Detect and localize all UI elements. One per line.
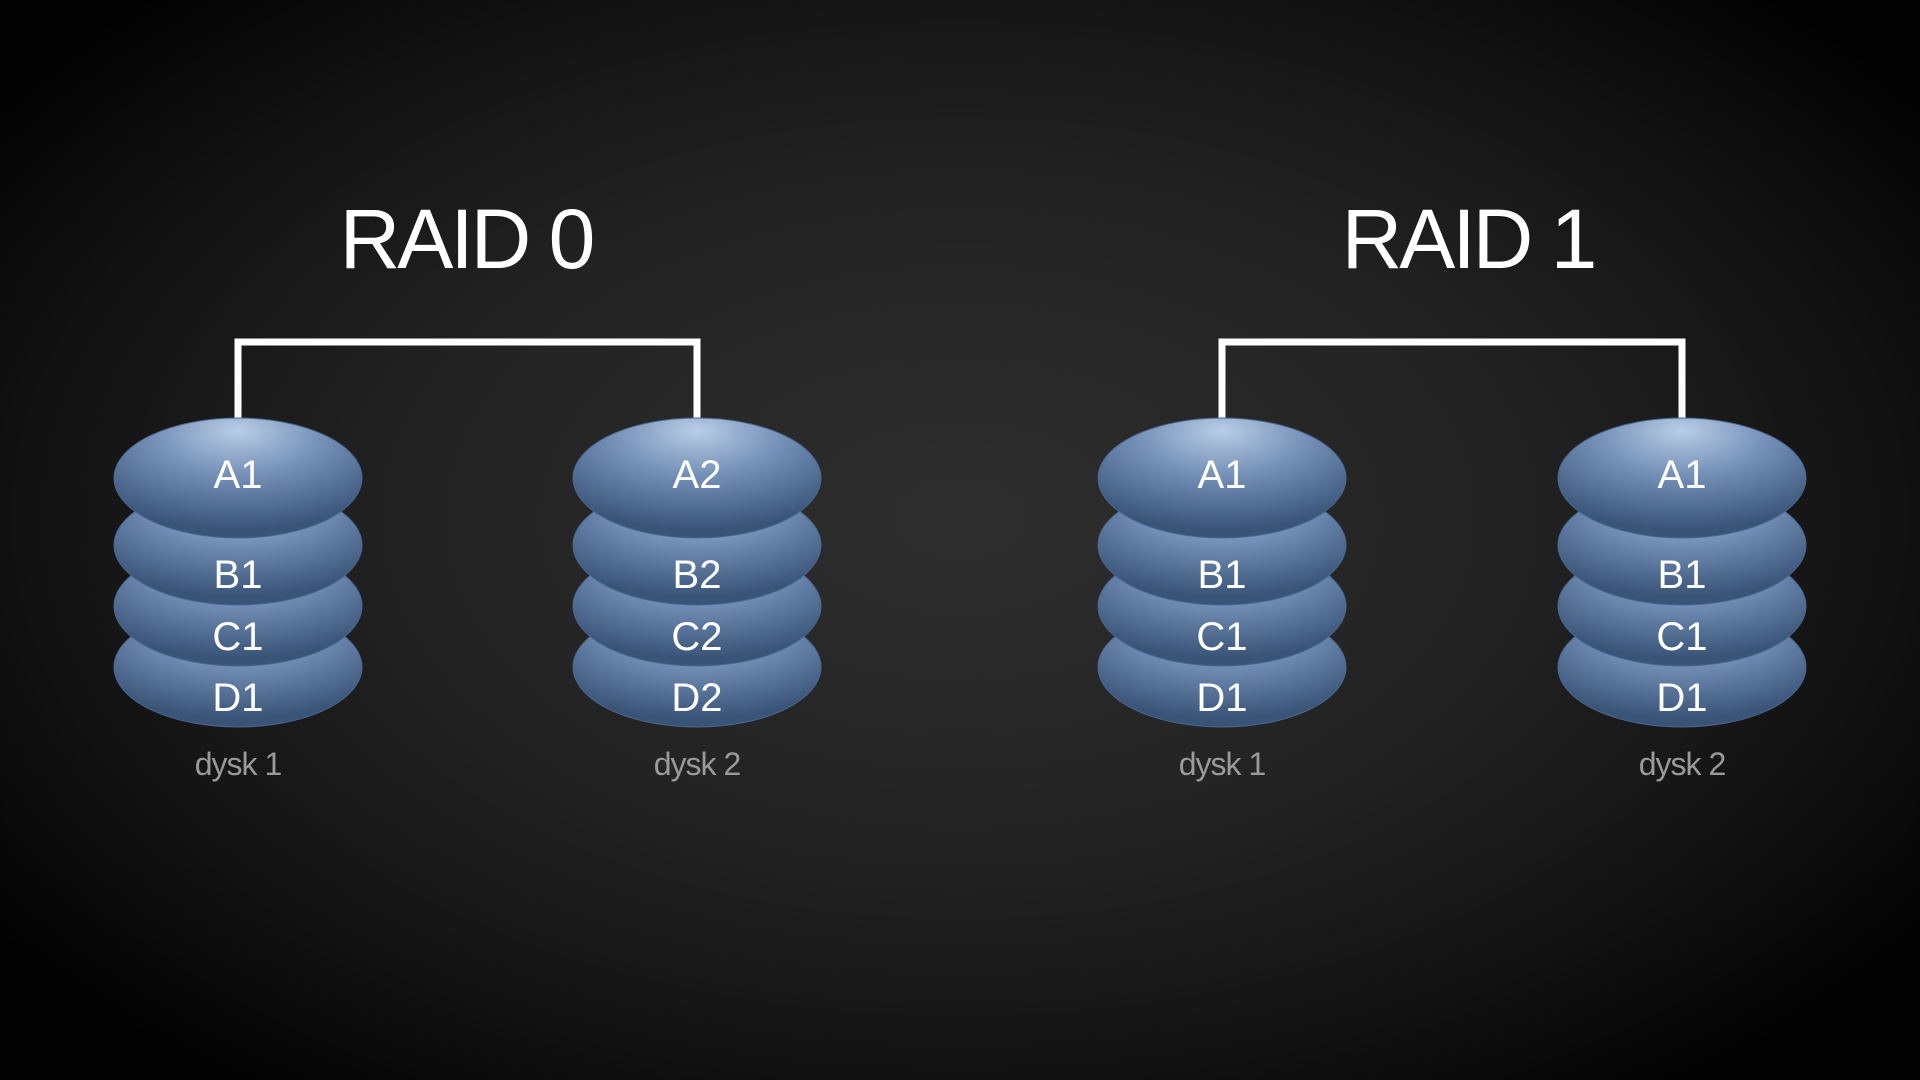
raid-1-title: RAID 1 (1342, 192, 1595, 286)
raid-group-0: RAID 0 A1 B1 C1 D1 dysk 1 A2 B2 C2 (113, 192, 822, 782)
disk-label: dysk 2 (1639, 746, 1726, 782)
block-label: C1 (1656, 615, 1707, 659)
raid-0-disk-1: A1 B1 C1 D1 dysk 1 (113, 417, 363, 782)
block-label: A2 (673, 453, 722, 497)
block-label: A1 (1658, 453, 1707, 497)
platter (1557, 417, 1807, 539)
block-label: B1 (1198, 553, 1247, 597)
disk-label: dysk 1 (1179, 746, 1266, 782)
block-label: C1 (1196, 615, 1247, 659)
block-label: A1 (1198, 453, 1247, 497)
block-label: D1 (212, 676, 263, 720)
block-label: C2 (671, 615, 722, 659)
block-label: B1 (1658, 553, 1707, 597)
raid-0-connector (234, 338, 701, 435)
block-label: B2 (673, 553, 722, 597)
platter (113, 417, 363, 539)
block-label: C1 (212, 615, 263, 659)
block-label: D2 (671, 676, 722, 720)
block-label: B1 (214, 553, 263, 597)
raid-1-connector (1218, 338, 1686, 435)
raid-1-disk-1: A1 B1 C1 D1 dysk 1 (1097, 417, 1347, 782)
raid-0-title: RAID 0 (340, 192, 593, 286)
disk-label: dysk 1 (195, 746, 282, 782)
block-label: A1 (214, 453, 263, 497)
raid-1-disk-2: A1 B1 C1 D1 dysk 2 (1557, 417, 1807, 782)
platter (572, 417, 822, 539)
platter (1097, 417, 1347, 539)
block-label: D1 (1196, 676, 1247, 720)
raid-group-1: RAID 1 A1 B1 C1 D1 dysk 1 A1 B1 C1 (1097, 192, 1807, 782)
raid-0-disk-2: A2 B2 C2 D2 dysk 2 (572, 417, 822, 782)
disk-label: dysk 2 (654, 746, 741, 782)
block-label: D1 (1656, 676, 1707, 720)
